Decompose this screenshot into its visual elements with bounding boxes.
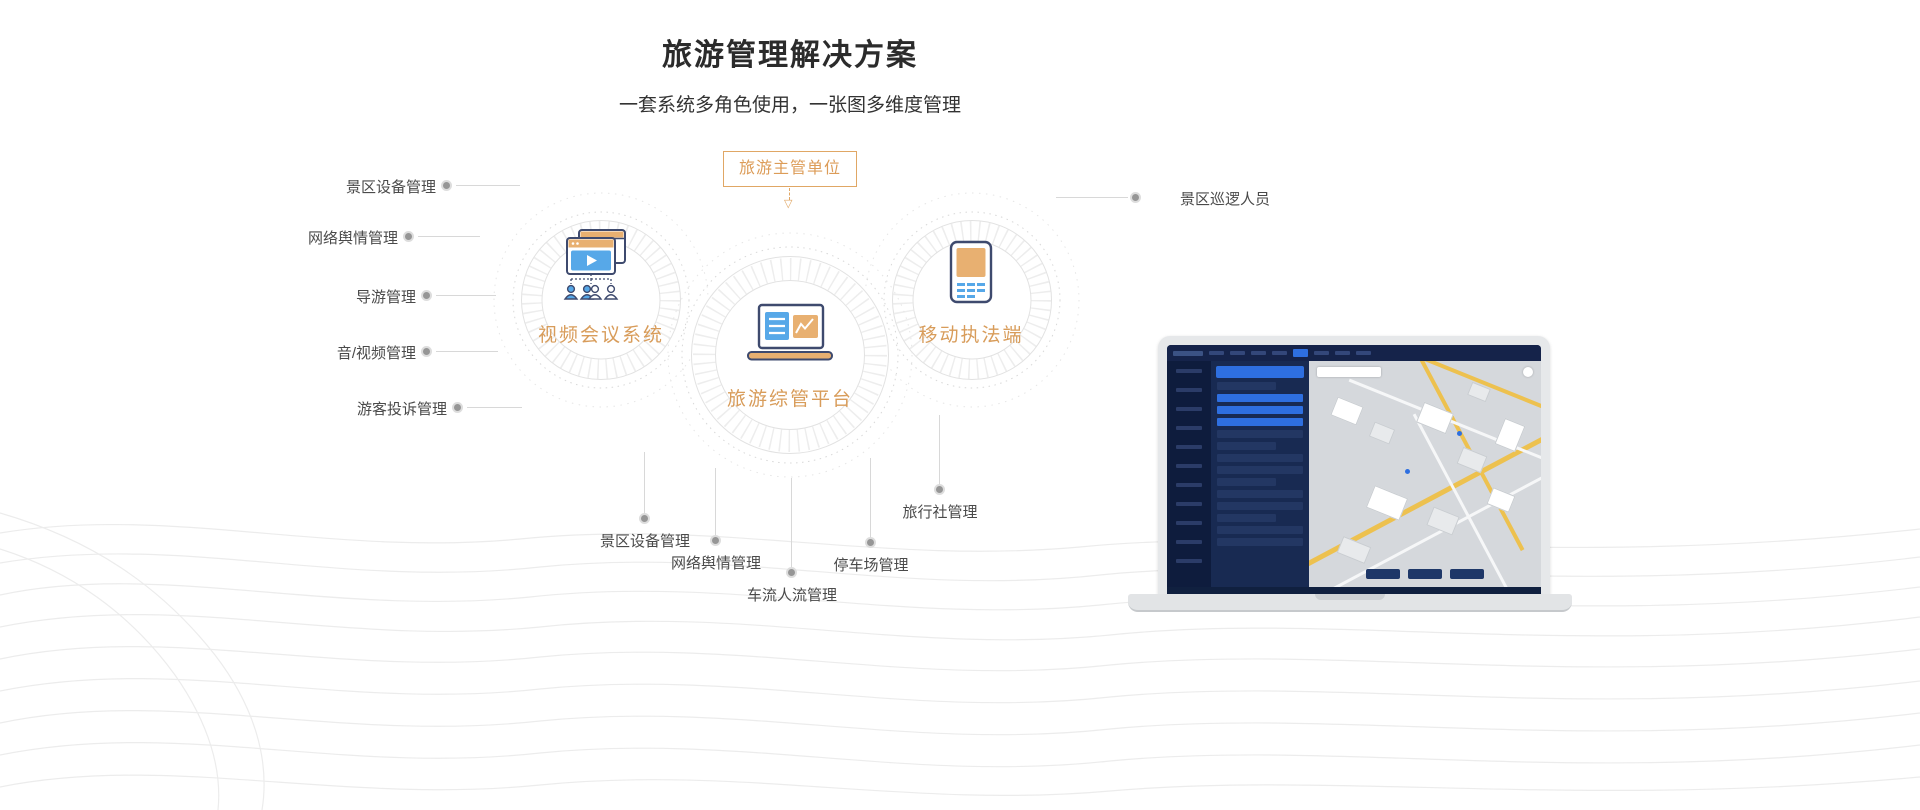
laptop-base <box>1128 594 1572 612</box>
left-label-scenic-equipment: 景区设备管理 <box>345 179 436 196</box>
connector-line <box>870 458 871 538</box>
down-arrow-icon: ▽ <box>784 198 793 210</box>
page-subtitle: 一套系统多角色使用，一张图多维度管理 <box>618 95 961 116</box>
connector-line <box>715 468 716 536</box>
connector-dot <box>1130 192 1141 203</box>
map-button <box>1408 569 1442 579</box>
bottom-label-traffic-flow: 车流人流管理 <box>746 587 837 604</box>
page-title: 旅游管理解决方案 <box>662 39 918 72</box>
connector-line <box>456 185 520 186</box>
connector-dot <box>403 231 414 242</box>
authority-box: 旅游主管单位 <box>723 151 857 187</box>
bottom-label-travel-agency: 旅行社管理 <box>902 504 978 521</box>
dashboard-sidebar <box>1167 361 1211 587</box>
connector-line <box>939 415 940 485</box>
connector-dot <box>639 513 650 524</box>
map-button <box>1450 569 1484 579</box>
bottom-label-parking: 停车场管理 <box>833 557 909 574</box>
dashboard-topbar <box>1167 345 1541 361</box>
map-tool-button <box>1523 367 1533 377</box>
connector-dot <box>786 567 797 578</box>
dashboard-menu-item <box>1230 351 1245 355</box>
laptop-dashboard-icon <box>747 303 833 361</box>
node-label-mobile-enforcement: 移动执法端 <box>918 325 1024 346</box>
dashboard-map <box>1309 361 1541 587</box>
connector-line <box>791 478 792 568</box>
dashboard-menu-item <box>1314 351 1329 355</box>
left-label-public-opinion: 网络舆情管理 <box>307 230 398 247</box>
panel-header-bar <box>1216 366 1304 378</box>
dashboard-list-panel <box>1211 361 1309 587</box>
connector-line <box>467 407 522 408</box>
connector-dot <box>441 180 452 191</box>
map-bottom-buttons <box>1366 569 1484 579</box>
left-label-tour-guide: 导游管理 <box>355 289 416 306</box>
dashboard-menu-item-active <box>1293 349 1308 357</box>
laptop-base-notch <box>1315 594 1385 600</box>
connector-dot <box>934 484 945 495</box>
connector-line <box>1056 197 1128 198</box>
dashboard-body <box>1167 361 1541 587</box>
background-contour-waves <box>0 512 1920 810</box>
dashboard-menu-item <box>1335 351 1350 355</box>
authority-connector-line <box>789 188 790 200</box>
bottom-label-scenic-equipment: 景区设备管理 <box>599 533 690 550</box>
dashboard-menu-item <box>1209 351 1224 355</box>
dashboard-menu-item <box>1272 351 1287 355</box>
laptop-screen <box>1158 336 1550 596</box>
right-label-patrol-staff: 景区巡逻人员 <box>1180 191 1271 208</box>
dashboard-preview <box>1167 345 1541 596</box>
connector-dot <box>865 537 876 548</box>
left-label-complaints: 游客投诉管理 <box>356 401 447 418</box>
dashboard-menu-item <box>1356 351 1371 355</box>
map-search-chip <box>1317 367 1381 377</box>
node-label-platform: 旅游综管平台 <box>726 389 853 410</box>
connector-dot <box>452 402 463 413</box>
map-button <box>1366 569 1400 579</box>
laptop-mockup <box>1128 336 1572 618</box>
dashboard-menu-item <box>1251 351 1266 355</box>
connector-dot <box>421 290 432 301</box>
video-conference-icon <box>563 229 626 300</box>
bottom-label-public-opinion: 网络舆情管理 <box>670 555 761 572</box>
connector-line <box>418 236 480 237</box>
left-label-audio-video: 音/视频管理 <box>336 345 416 362</box>
dashboard-logo <box>1173 350 1203 356</box>
connector-dot <box>421 346 432 357</box>
connector-line <box>644 452 645 514</box>
connector-dot <box>710 535 721 546</box>
connector-line <box>436 295 496 296</box>
node-label-video-conference: 视频会议系统 <box>537 325 664 346</box>
connector-line <box>436 351 498 352</box>
mobile-device-icon <box>949 240 993 304</box>
